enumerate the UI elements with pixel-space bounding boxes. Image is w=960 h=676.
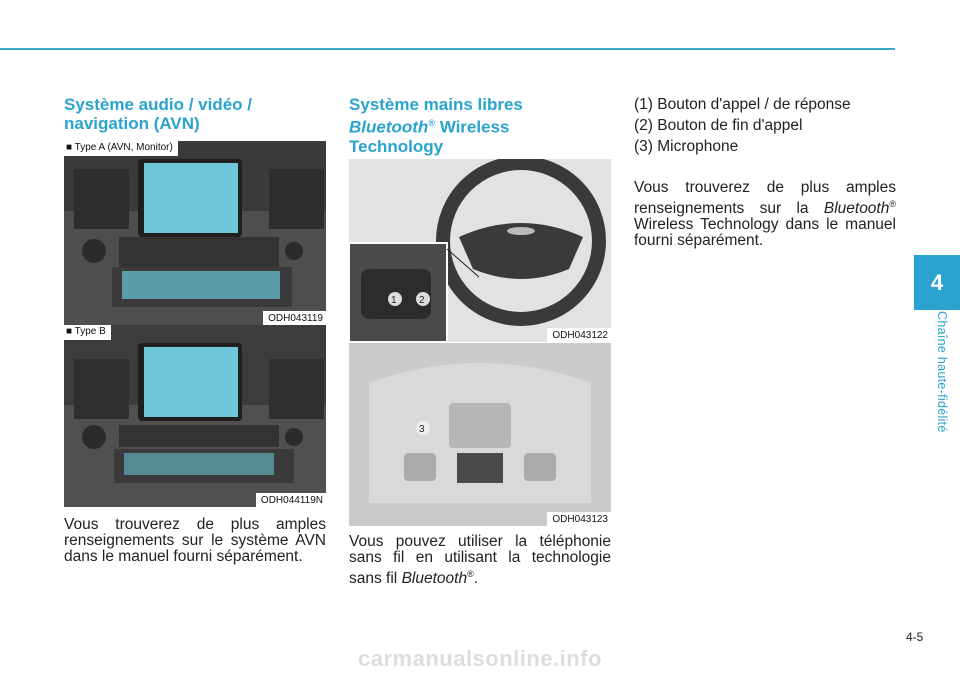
legend-item-2: (2) Bouton de fin d'appel — [634, 117, 803, 134]
heading-reg: ® — [428, 118, 435, 128]
steering-wheel-illustration: 1 2 — [349, 159, 611, 342]
section-heading-handsfree: Système mains libres Bluetooth® Wireless… — [349, 95, 611, 156]
heading-rest: Wireless — [434, 117, 510, 137]
paragraph-end: . — [473, 570, 479, 588]
legend-item-1: (1) Bouton d'appel / de réponse — [634, 96, 851, 113]
para-brand: Bluetooth — [823, 200, 890, 218]
avn-type-b-figure: ■ Type B ODH044119N — [64, 325, 326, 507]
figure-code: ODH043119 — [263, 311, 326, 325]
figure-type-label: ■ Type A (AVN, Monitor) — [64, 141, 178, 156]
callout-2: 2 — [419, 295, 425, 306]
more-info-paragraph: Vous trouverez de plus amples renseignem… — [634, 179, 896, 250]
top-rule — [0, 48, 895, 50]
chapter-label: Chaîne haute-fidélité — [935, 311, 949, 433]
overhead-console-illustration: 3 — [349, 343, 611, 526]
para-text-pre: Vous trouverez de plus amples renseignem… — [634, 179, 896, 218]
heading-line-1: Système mains libres — [349, 95, 523, 114]
paragraph-reg: ® — [467, 569, 474, 579]
figure-type-label: ■ Type B — [64, 325, 111, 340]
chapter-tab: 4 — [914, 255, 960, 310]
page-number: 4-5 — [906, 630, 924, 644]
paragraph-brand: Bluetooth — [401, 570, 468, 588]
legend-list: (1) Bouton d'appel / de réponse (2) Bout… — [634, 94, 896, 157]
dashboard-illustration-a — [64, 141, 326, 325]
legend-item-3: (3) Microphone — [634, 138, 739, 155]
para-text-post: Wireless Technology dans le manuel fourn… — [634, 216, 896, 250]
section-heading-avn: Système audio / vidéo / navigation (AVN) — [64, 95, 253, 133]
figure-code: ODH044119N — [255, 493, 326, 507]
figure-code: ODH043122 — [547, 328, 611, 342]
handsfree-paragraph: Vous pouvez utiliser la téléphonie sans … — [349, 533, 611, 588]
heading-brand: Bluetooth — [349, 117, 429, 137]
avn-type-a-figure: ■ Type A (AVN, Monitor) ODH043119 — [64, 141, 326, 325]
para-reg: ® — [889, 199, 896, 209]
overhead-console-figure: 3 ODH043123 — [349, 343, 611, 526]
dashboard-illustration-b — [64, 325, 326, 507]
paragraph-text: Vous pouvez utiliser la téléphonie sans … — [349, 533, 611, 588]
watermark: carmanualsonline.info — [358, 646, 602, 671]
avn-paragraph: Vous trouverez de plus amples renseignem… — [64, 516, 326, 565]
steering-wheel-figure: 1 2 ODH043122 — [349, 159, 611, 342]
callout-1: 1 — [391, 295, 397, 306]
figure-code: ODH043123 — [547, 512, 611, 526]
heading-line-3: Technology — [349, 136, 444, 156]
callout-3: 3 — [419, 424, 425, 435]
heading-line-2: Bluetooth® Wireless — [349, 114, 611, 137]
